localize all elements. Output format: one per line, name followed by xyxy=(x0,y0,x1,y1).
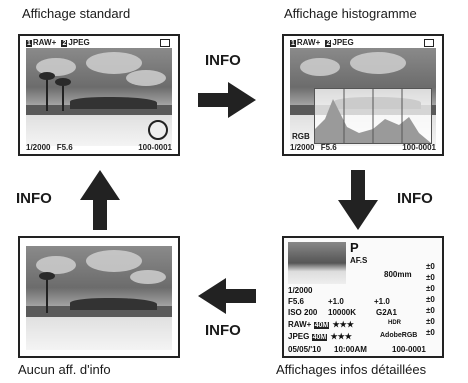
panel-detailed[interactable]: P AF.S 800mm 1/2000 F5.6 +1.0 +1.0 ISO 2… xyxy=(282,236,444,358)
focal-length: 800mm xyxy=(384,270,412,279)
file-number: 100-0001 xyxy=(402,143,436,152)
lock-icon xyxy=(160,39,170,47)
time: 10:00AM xyxy=(334,345,367,354)
overlay-bottom: 1/2000 F5.6 100-0001 xyxy=(26,143,172,153)
iso: ISO 200 xyxy=(288,308,318,317)
shutter-speed: 1/2000 xyxy=(26,143,51,152)
param-5: ±0 xyxy=(426,306,435,315)
shutter-speed: 1/2000 xyxy=(290,143,315,152)
panel-no-info[interactable] xyxy=(18,236,180,358)
info-label-top: INFO xyxy=(205,52,241,69)
caption-none: Aucun aff. d'info xyxy=(18,362,111,377)
param-4: ±0 xyxy=(426,295,435,304)
photo-beach xyxy=(26,246,172,350)
aperture: F5.6 xyxy=(56,143,73,152)
slot-1-badge: 1 xyxy=(290,40,296,47)
param-7: ±0 xyxy=(426,328,435,337)
param-2: ±0 xyxy=(426,273,435,282)
thumbnail xyxy=(288,242,346,284)
lock-icon xyxy=(424,39,434,47)
raw-line: RAW+ 40M ★★★ xyxy=(288,320,354,329)
slot-2-badge: 2 xyxy=(61,40,68,47)
file-number: 100-0001 xyxy=(392,345,426,354)
color-space: AdobeRGB xyxy=(380,332,418,339)
caption-standard: Affichage standard xyxy=(22,6,131,21)
caption-detailed: Affichages infos détaillées xyxy=(276,362,427,377)
aperture: F5.6 xyxy=(288,297,305,306)
slot-1-badge: 1 xyxy=(26,40,32,47)
arrow-left-icon xyxy=(198,278,256,314)
exposure-mode: P xyxy=(350,240,359,255)
dial-icon xyxy=(148,120,168,140)
raw-label: RAW+ xyxy=(32,38,57,47)
histogram-curve xyxy=(315,89,431,143)
info-label-right: INFO xyxy=(397,190,433,207)
arrow-right-icon xyxy=(198,82,256,118)
arrow-up-icon xyxy=(80,170,120,230)
info-label-bottom: INFO xyxy=(205,322,241,339)
arrow-down-icon xyxy=(338,170,378,230)
param-3: ±0 xyxy=(426,284,435,293)
histogram xyxy=(314,88,432,144)
file-number: 100-0001 xyxy=(138,143,172,152)
hdr-label: HDR xyxy=(388,320,401,326)
photo-beach xyxy=(26,48,172,146)
param-1: ±0 xyxy=(426,262,435,271)
ev-comp: +1.0 xyxy=(328,297,344,306)
param-6: ±0 xyxy=(426,317,435,326)
white-balance: 10000K xyxy=(328,308,357,317)
flash-comp: +1.0 xyxy=(374,297,390,306)
caption-histogram: Affichage histogramme xyxy=(284,6,417,21)
shutter-speed: 1/2000 xyxy=(288,286,313,295)
af-mode: AF.S xyxy=(350,256,368,265)
info-label-left: INFO xyxy=(16,190,52,207)
rgb-label: RGB xyxy=(292,132,310,141)
date: 05/05/'10 xyxy=(288,345,322,354)
raw-label: RAW+ xyxy=(296,38,321,47)
overlay-bottom: 1/2000 F5.6 100-0001 xyxy=(290,143,436,153)
jpeg-label: JPEG xyxy=(68,38,90,47)
slot-2-badge: 2 xyxy=(325,40,332,47)
jpeg-line: JPEG 40M ★★★ xyxy=(288,332,352,341)
wb-shift: G2A1 xyxy=(376,308,397,317)
aperture: F5.6 xyxy=(320,143,337,152)
jpeg-label: JPEG xyxy=(332,38,354,47)
